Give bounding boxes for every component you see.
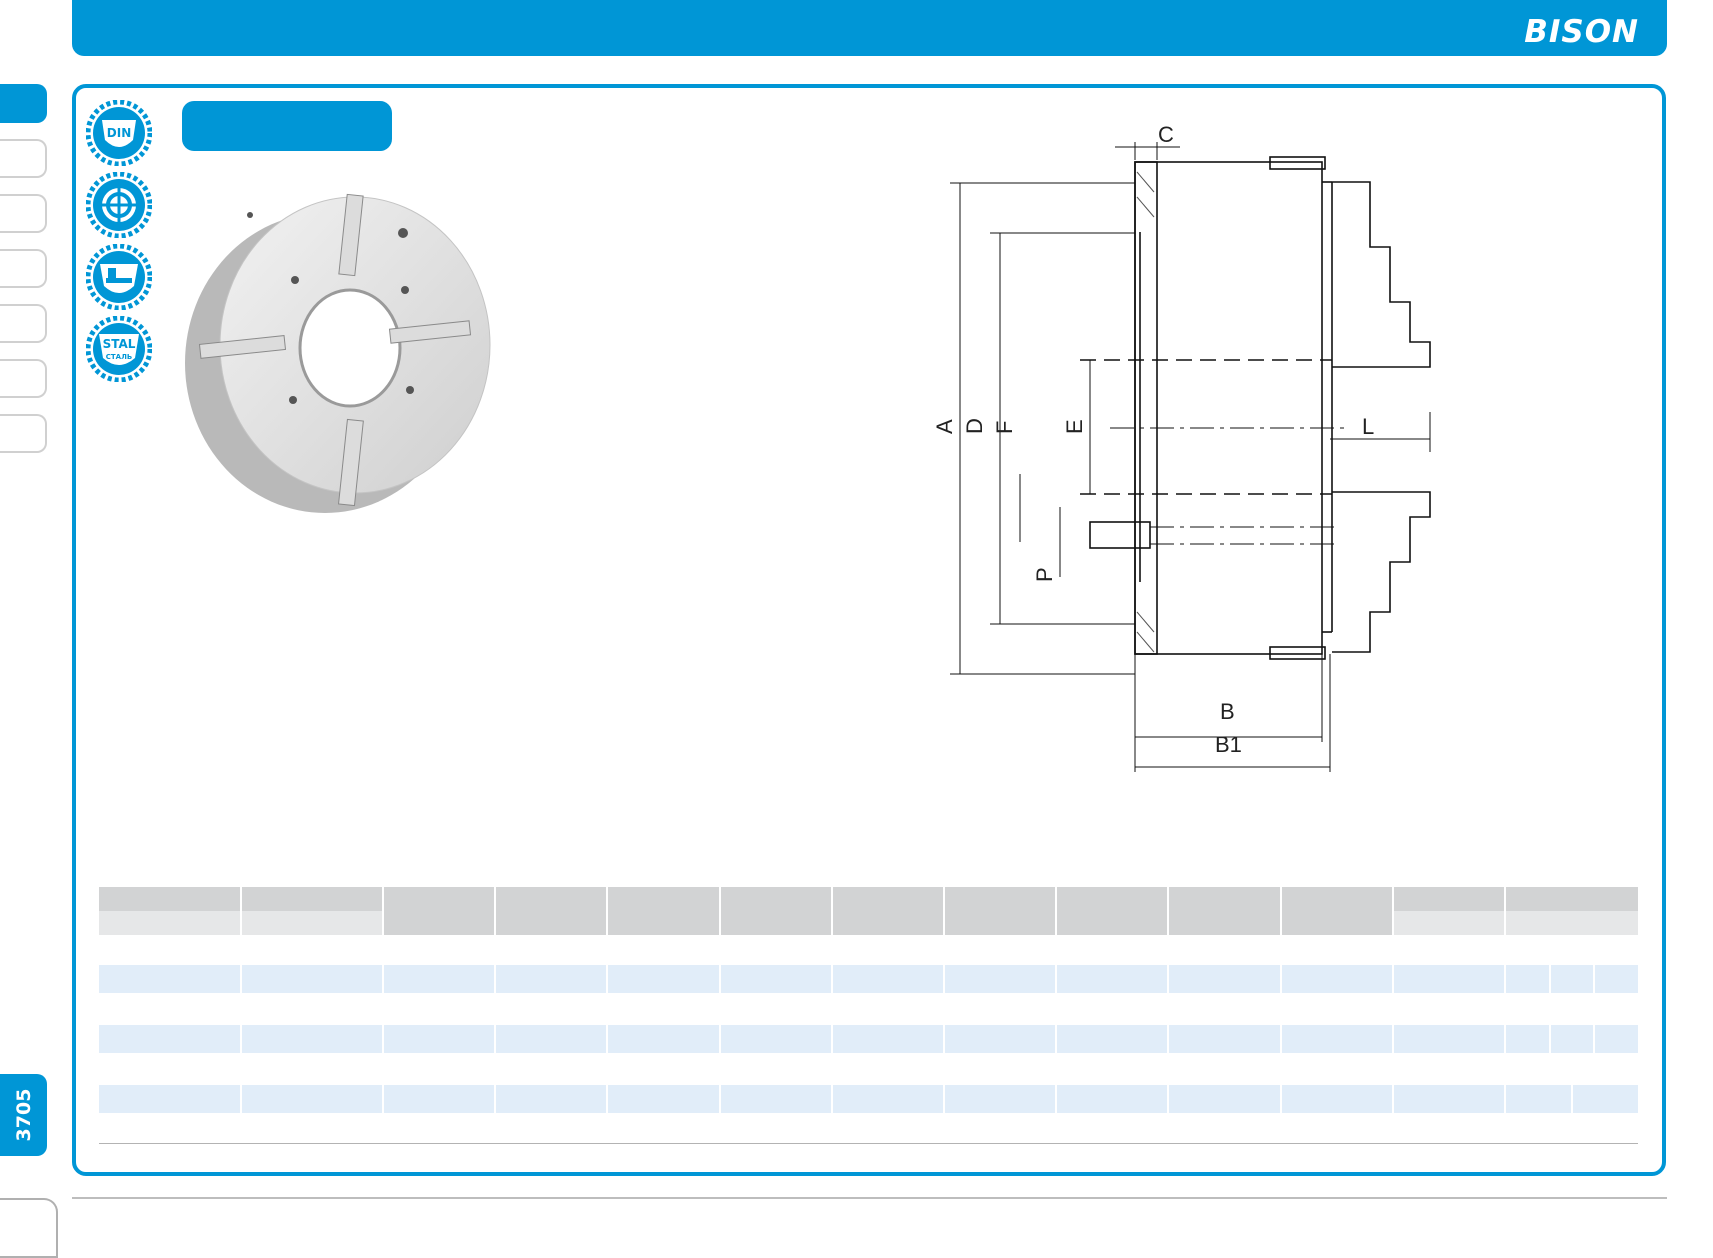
top-banner: BISON — [72, 0, 1667, 56]
product-title-pill — [182, 101, 392, 151]
balance-badge-icon — [86, 172, 152, 238]
chuck-drawing: C B B1 L A D F E P — [932, 122, 1431, 772]
machine-badge-icon — [86, 244, 152, 310]
content-frame — [72, 84, 1666, 1176]
table-row — [99, 1085, 1638, 1113]
side-tab-3[interactable] — [0, 194, 47, 233]
dim-label-a: A — [932, 419, 957, 434]
table-row — [99, 1025, 1638, 1053]
table-header-row — [99, 887, 1638, 911]
dim-label-b1: B1 — [1215, 732, 1242, 757]
bottom-tab — [0, 1198, 58, 1258]
dim-label-f: F — [992, 421, 1017, 434]
steel-badge-sublabel: СТАЛЬ — [106, 353, 132, 361]
steel-badge-icon: STAL СТАЛЬ — [86, 316, 152, 382]
table-row — [99, 965, 1638, 993]
dim-label-e: E — [1062, 419, 1087, 434]
din-badge-label: DIN — [107, 126, 131, 140]
dim-label-c: C — [1158, 122, 1174, 147]
dim-label-d: D — [962, 418, 987, 434]
page-number-tab[interactable]: 3705 — [0, 1074, 47, 1156]
steel-badge-label: STAL — [103, 337, 136, 351]
din-badge-icon: DIN — [86, 100, 152, 166]
bison-logo: BISON — [1524, 14, 1639, 50]
side-tab-4[interactable] — [0, 249, 47, 288]
dim-label-l: L — [1362, 414, 1374, 439]
side-tab-5[interactable] — [0, 304, 47, 343]
page-number: 3705 — [12, 1088, 35, 1142]
footer-rule — [72, 1197, 1667, 1199]
table-subheader-row — [99, 911, 1638, 935]
chuck-photo — [185, 193, 491, 513]
side-tab-6[interactable] — [0, 359, 47, 398]
dim-label-b: B — [1220, 699, 1235, 724]
table-bottom-rule — [99, 1143, 1638, 1144]
side-tab-2[interactable] — [0, 139, 47, 178]
side-tab-1[interactable] — [0, 84, 47, 123]
dim-label-p: P — [1032, 567, 1057, 582]
side-tab-7[interactable] — [0, 414, 47, 453]
